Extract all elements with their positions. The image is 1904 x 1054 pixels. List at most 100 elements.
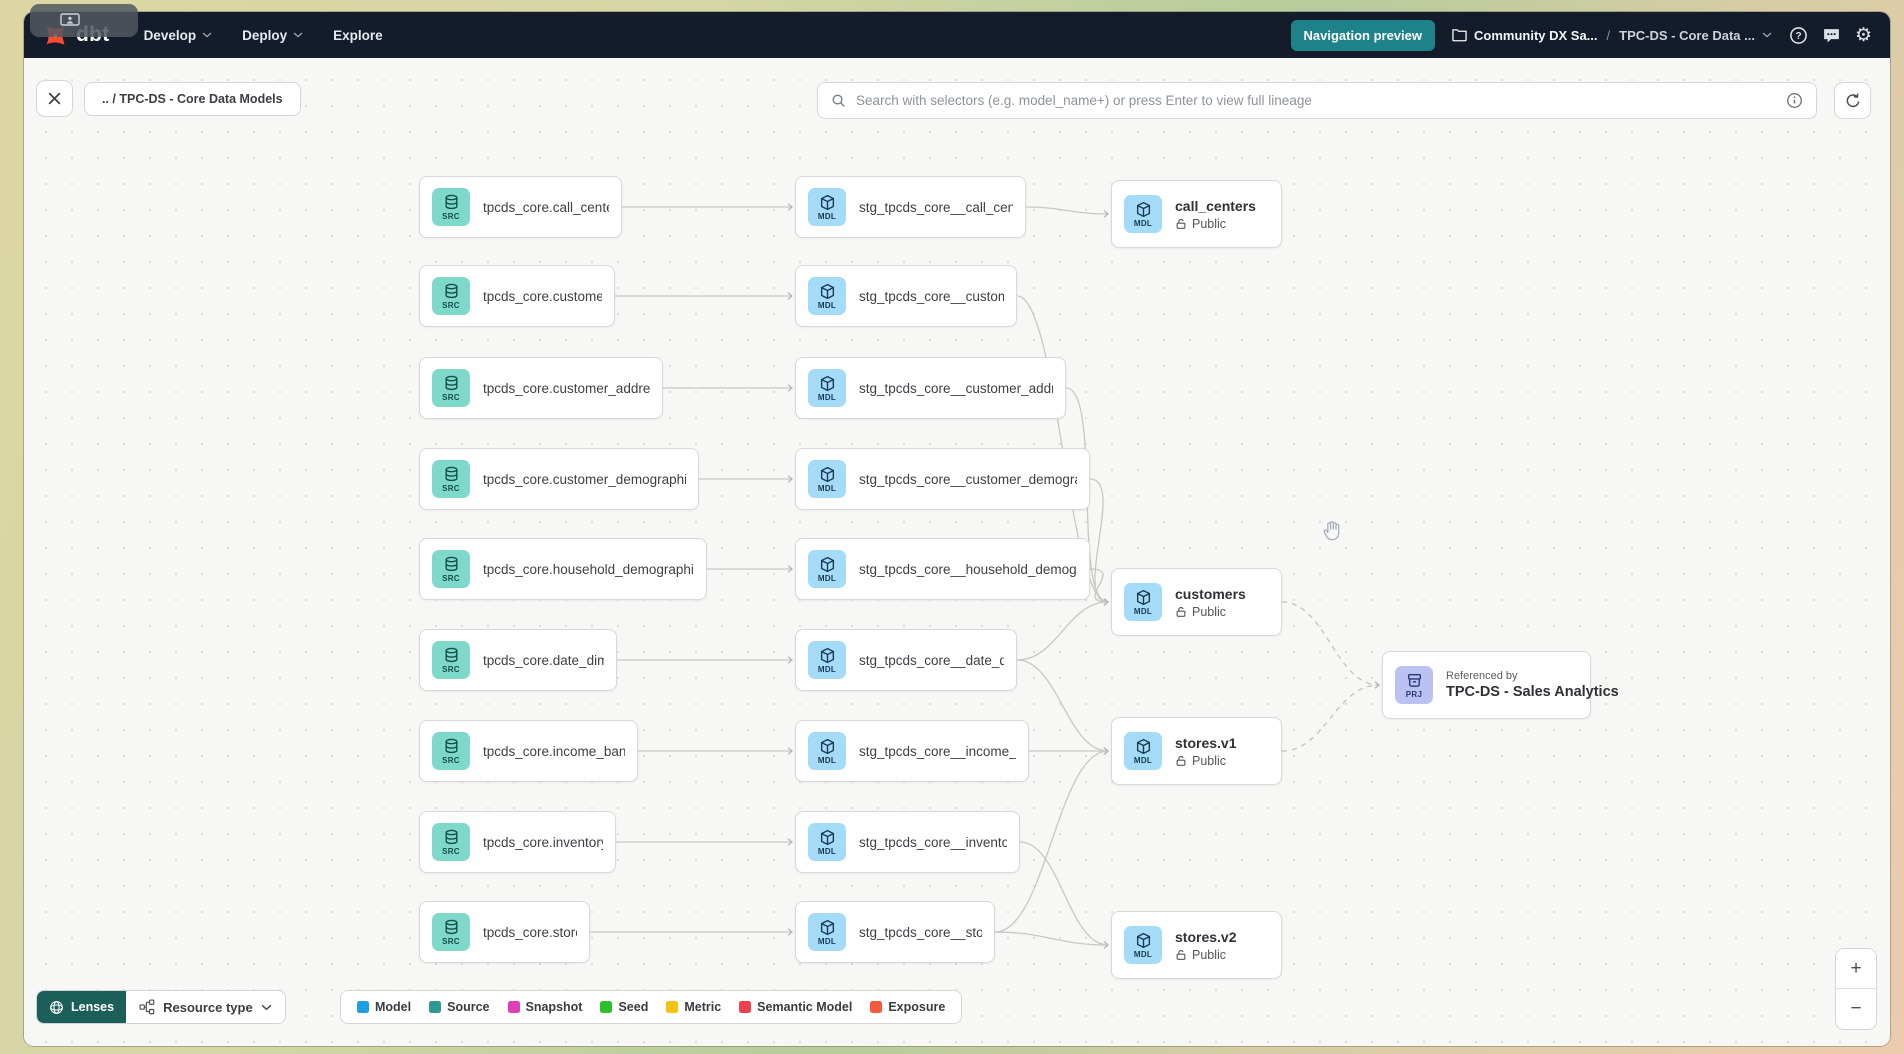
source-icon: SRC [432,732,470,770]
zoom-in-button[interactable]: + [1836,949,1876,989]
badge-label: SRC [442,936,460,946]
model-icon: MDL [808,641,846,679]
badge-label: MDL [1133,606,1153,616]
breadcrumb-project[interactable]: TPC-DS - Core Data ... [1619,28,1772,43]
node-label: stg_tpcds_core__date_dim [859,652,1004,668]
project-icon: PRJ [1395,666,1433,704]
help-icon[interactable]: ? [1789,26,1808,45]
badge-label: MDL [1133,755,1153,765]
refresh-lineage-button[interactable] [1834,82,1871,119]
breadcrumb-project-label: TPC-DS - Core Data ... [1619,27,1755,43]
model-icon: MDL [1124,583,1162,621]
legend-item-source: Source [429,1000,490,1014]
menu-develop[interactable]: Develop [144,28,213,43]
badge-label: SRC [442,573,460,583]
database-glyph [444,919,458,934]
model-icon: MDL [808,913,846,951]
breadcrumb-account[interactable]: Community DX Sa... [1452,28,1598,43]
badge-label: MDL [817,664,837,674]
cube-glyph [820,738,834,754]
cube-glyph [1136,738,1150,754]
cube-glyph [1136,589,1150,605]
lineage-path-chip[interactable]: .. / TPC-DS - Core Data Models [84,82,301,116]
node-visibility: Public [1175,605,1246,619]
feedback-chat-icon[interactable] [1822,26,1841,45]
legend-label: Metric [684,1000,722,1014]
cube-glyph [820,647,834,663]
node-label: tpcds_core.date_dim [483,652,604,668]
legend-swatch [870,1001,883,1013]
node-caption: Referenced by [1446,670,1518,682]
chevron-down-icon [293,32,303,38]
grab-hand-cursor-icon [1319,518,1344,548]
search-input[interactable] [856,93,1776,108]
badge-label: SRC [442,211,460,221]
visibility-label: Public [1192,604,1227,619]
zoom-out-button[interactable]: − [1836,989,1876,1029]
legend-swatch [429,1001,442,1013]
lineage-node-stg-4[interactable]: MDL stg_tpcds_core__household_demogr... [795,538,1090,600]
cube-glyph [820,283,834,299]
lineage-node-src-6[interactable]: SRC tpcds_core.income_band [419,720,638,782]
lenses-button[interactable]: Lenses [37,991,127,1023]
menu-explore[interactable]: Explore [333,28,383,43]
chevron-down-icon [202,32,212,38]
resource-type-selector[interactable]: Resource type [126,991,285,1023]
source-icon: SRC [432,913,470,951]
legend-item-model: Model [357,1000,411,1014]
app-window: dbt Develop Deploy Explore Navigation pr… [24,12,1890,1046]
screen-share-icon [60,12,80,26]
database-glyph [444,647,458,662]
legend-swatch [357,1001,369,1013]
menu-deploy[interactable]: Deploy [242,28,303,43]
node-title: customers [1175,585,1246,602]
lineage-node-stg-5[interactable]: MDL stg_tpcds_core__date_dim [795,629,1017,691]
legend-label: Snapshot [525,1000,583,1014]
settings-gear-icon[interactable]: ⚙ [1854,24,1872,46]
badge-label: SRC [442,483,460,493]
close-lineage-button[interactable] [36,80,73,117]
navigation-preview-button[interactable]: Navigation preview [1290,19,1435,51]
svg-text:?: ? [1795,31,1801,42]
cube-glyph [1136,201,1150,217]
badge-label: MDL [817,936,837,946]
unlock-icon [1176,949,1186,960]
node-label: tpcds_core.income_band [483,743,625,759]
node-label: stg_tpcds_core__customer_address [859,380,1053,396]
lenses-label: Lenses [71,1000,115,1014]
chevron-down-icon [261,1004,272,1010]
legend-swatch [600,1001,613,1013]
badge-label: SRC [442,846,460,856]
unlock-icon [1176,606,1186,617]
menu-label: Deploy [242,27,288,43]
model-icon: MDL [808,550,846,588]
node-label: stg_tpcds_core__household_demogr... [859,561,1077,577]
visibility-label: Public [1192,216,1227,231]
badge-label: MDL [817,483,837,493]
info-icon[interactable] [1786,92,1803,109]
